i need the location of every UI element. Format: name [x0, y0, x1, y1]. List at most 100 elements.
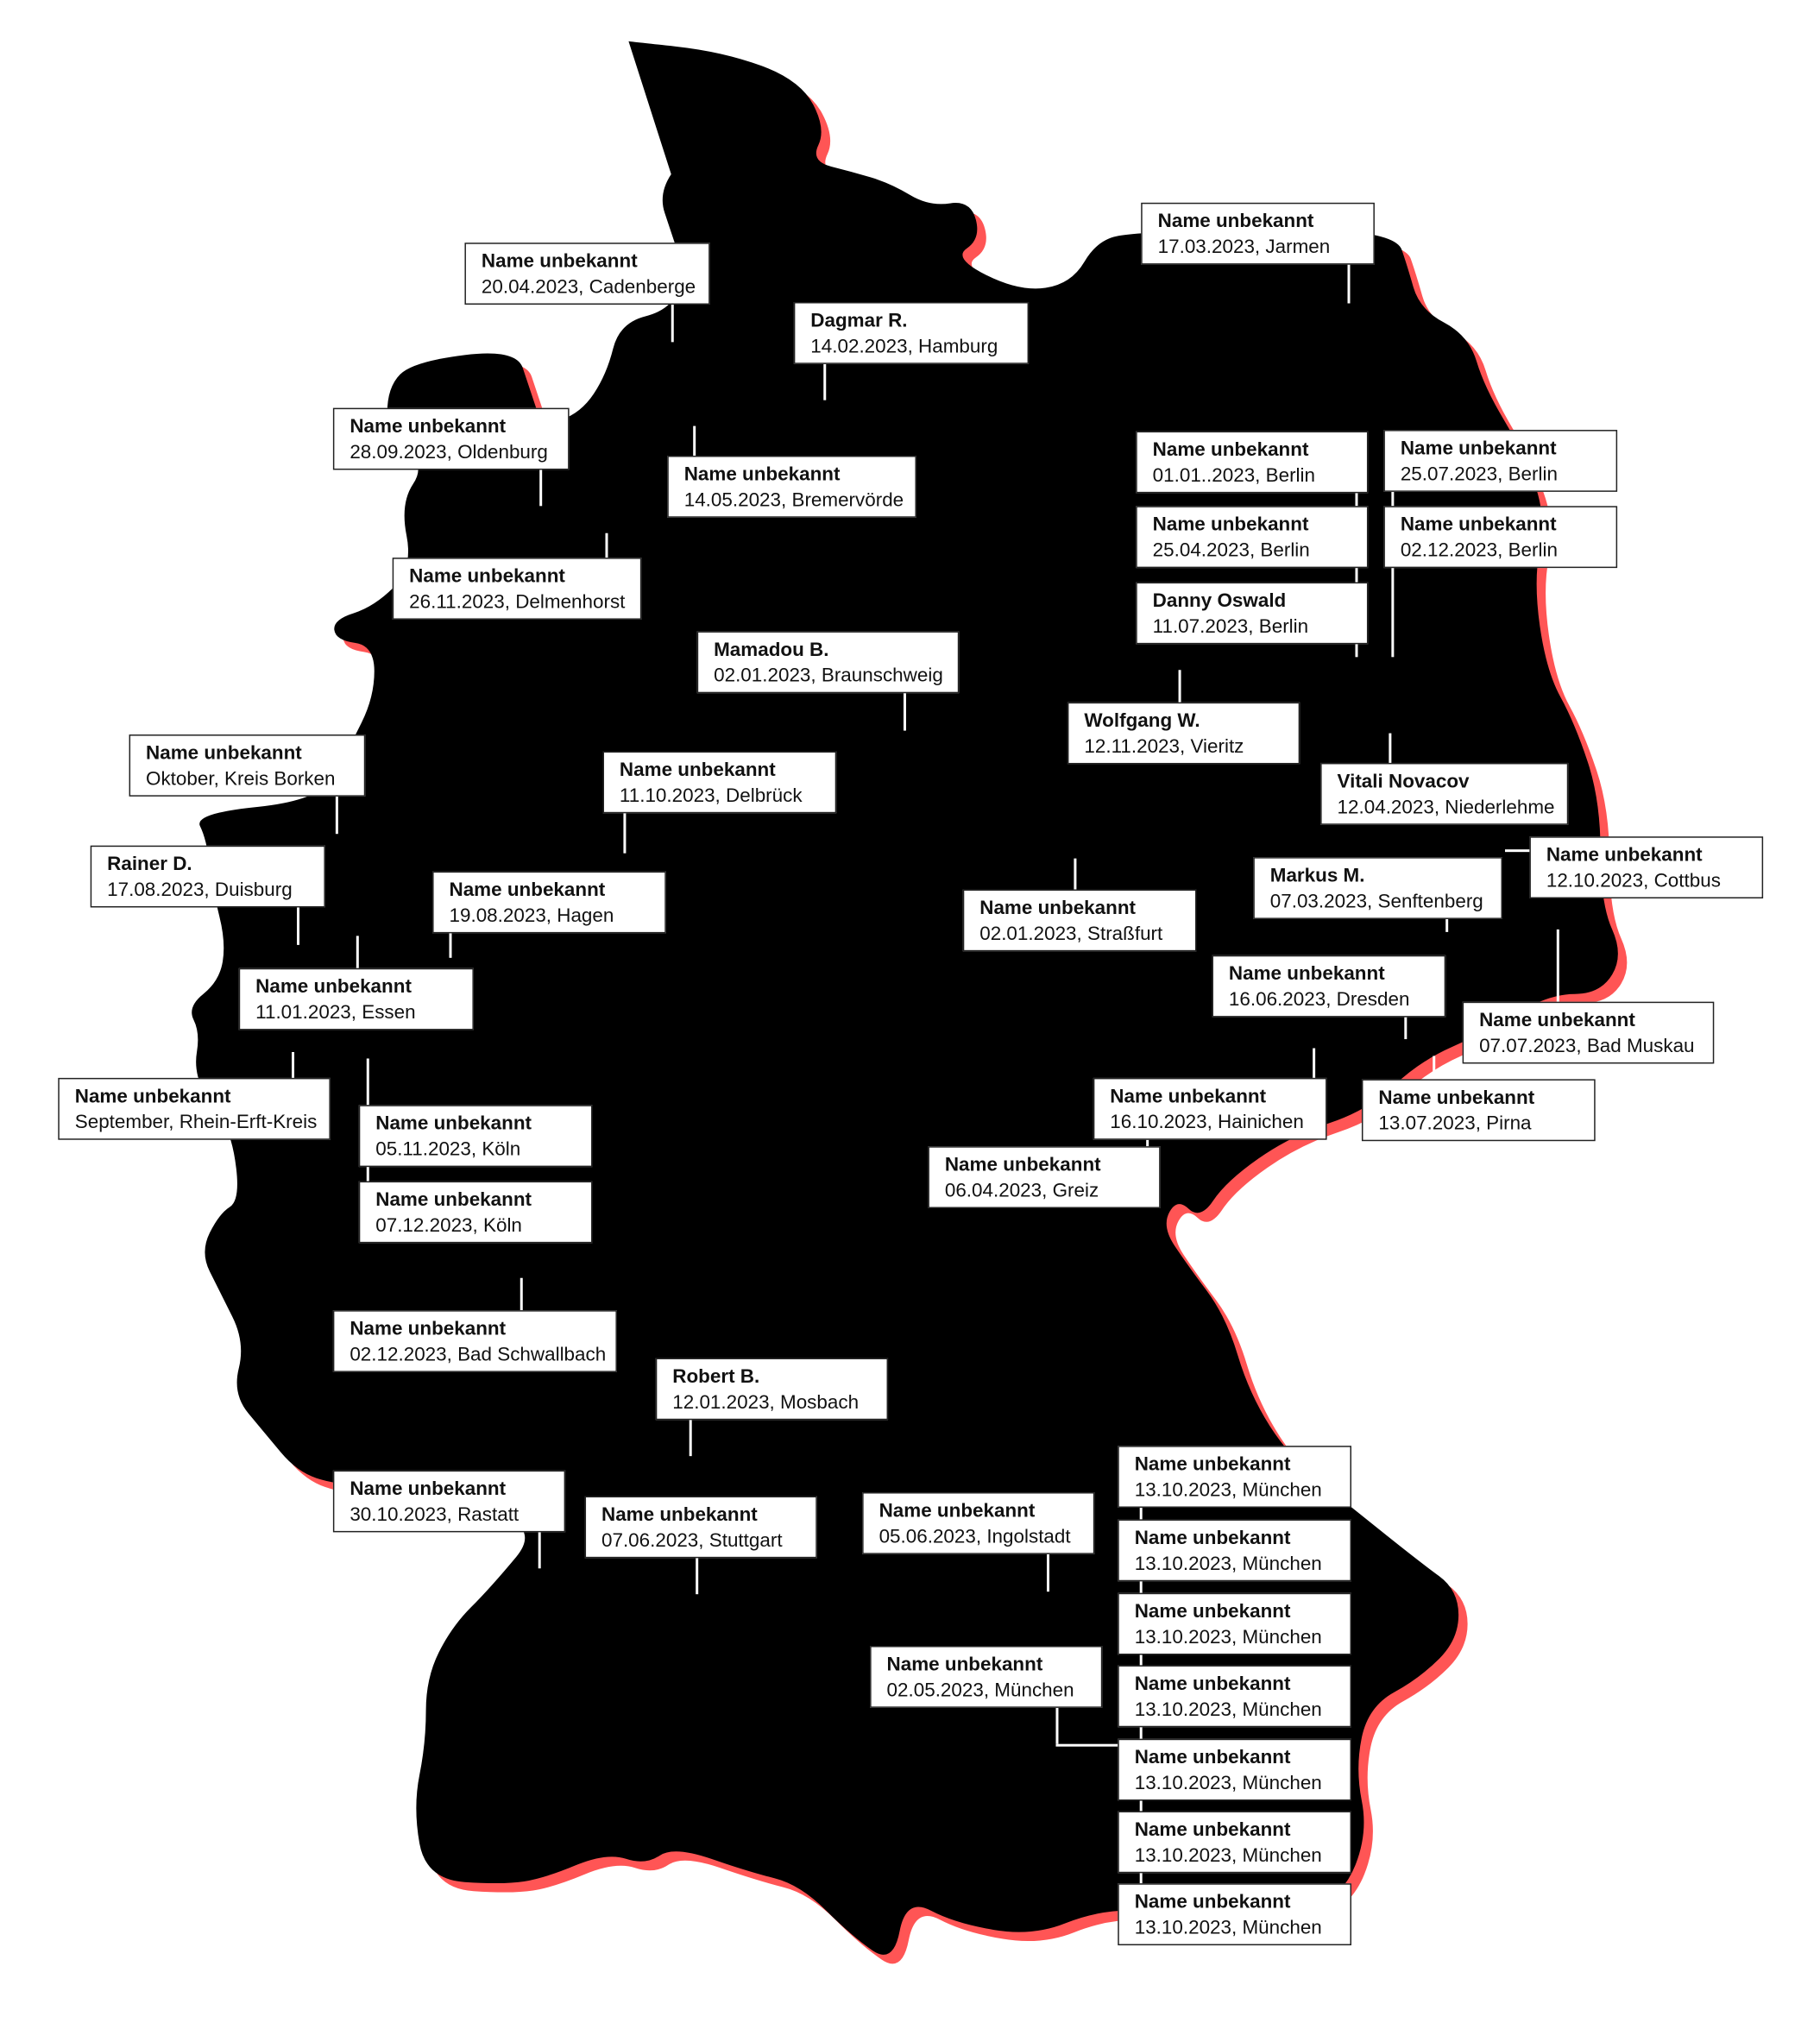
leader-line	[823, 363, 826, 400]
victim-name: Name unbekannt	[879, 1500, 1036, 1522]
leader-line	[539, 470, 542, 507]
leader-line	[693, 425, 696, 456]
leader-line	[671, 304, 674, 343]
leader-line	[1347, 264, 1350, 304]
victim-name: Name unbekannt	[1479, 1009, 1635, 1032]
victim-name: Name unbekannt	[1134, 1527, 1291, 1549]
date-place: 07.06.2023, Stuttgart	[601, 1528, 783, 1552]
date-place: 02.12.2023, Bad Schwallbach	[350, 1343, 607, 1365]
victim-name: Name unbekannt	[944, 1154, 1101, 1176]
leader-line	[1139, 1654, 1142, 1666]
marker-label: Name unbekannt 02.12.2023, Berlin	[1383, 506, 1618, 569]
victim-name: Name unbekannt	[350, 415, 507, 438]
victim-name: Name unbekannt	[146, 742, 302, 765]
victim-name: Dagmar R.	[810, 309, 908, 332]
leader-line	[356, 936, 359, 968]
victim-name: Robert B.	[672, 1365, 760, 1388]
date-place: 13.07.2023, Pirna	[1378, 1112, 1532, 1134]
leader-line	[1047, 1553, 1049, 1592]
date-place: 12.11.2023, Vieritz	[1084, 734, 1244, 758]
victim-name: Name unbekannt	[1400, 514, 1557, 536]
victim-name: Name unbekannt	[601, 1503, 758, 1526]
victim-name: Name unbekannt	[1546, 844, 1703, 867]
date-place: 14.05.2023, Bremervörde	[683, 488, 904, 511]
date-place: 02.12.2023, Berlin	[1400, 539, 1558, 561]
date-place: 19.08.2023, Hagen	[449, 904, 614, 927]
leader-line	[1146, 1139, 1149, 1147]
victim-name: Name unbekannt	[683, 463, 841, 486]
leader-line	[366, 1058, 369, 1106]
leader-line	[623, 813, 626, 854]
victim-name: Name unbekannt	[1157, 210, 1314, 233]
leader-line	[903, 693, 906, 731]
marker-label: Name unbekannt 02.05.2023, München	[870, 1646, 1103, 1708]
date-place: 02.01.2023, Straßfurt	[979, 922, 1163, 945]
marker-label: Name unbekannt 13.07.2023, Pirna	[1361, 1079, 1596, 1142]
date-place: 13.10.2023, München	[1134, 1916, 1322, 1938]
victim-name: Name unbekannt	[74, 1085, 231, 1108]
victim-name: Name unbekannt	[1110, 1085, 1267, 1108]
victim-name: Name unbekannt	[1228, 962, 1385, 986]
victim-name: Name unbekannt	[350, 1318, 507, 1340]
victim-name: Name unbekannt	[1134, 1818, 1291, 1841]
leader-line	[1139, 1873, 1142, 1884]
leader-line	[538, 1532, 540, 1569]
victim-name: Name unbekannt	[1134, 1600, 1291, 1623]
date-place: 30.10.2023, Rastatt	[350, 1503, 520, 1526]
leader-line	[696, 1558, 698, 1595]
victim-name: Name unbekannt	[1378, 1087, 1535, 1109]
victim-name: Name unbekannt	[619, 759, 776, 781]
leader-line	[1313, 1048, 1315, 1078]
victim-name: Name unbekannt	[1152, 438, 1309, 461]
date-place: 06.04.2023, Greiz	[944, 1179, 1099, 1201]
leader-line	[449, 933, 451, 958]
date-place: Oktober, Kreis Borken	[146, 767, 336, 790]
victim-name: Vitali Novacov	[1337, 770, 1470, 793]
date-place: 13.10.2023, München	[1134, 1698, 1322, 1721]
date-place: 07.07.2023, Bad Muskau	[1479, 1034, 1695, 1057]
date-place: 17.08.2023, Duisburg	[107, 878, 293, 901]
date-place: 13.10.2023, München	[1134, 1771, 1322, 1794]
leader-line	[1391, 568, 1394, 658]
date-place: 11.07.2023, Berlin	[1152, 614, 1309, 638]
leader-line	[1055, 1707, 1058, 1744]
victim-name: Name unbekannt	[1152, 514, 1309, 536]
victim-name: Name unbekannt	[375, 1188, 532, 1211]
date-place: 01.01..2023, Berlin	[1152, 463, 1316, 487]
leader-line	[1355, 493, 1357, 507]
leader-line	[1389, 733, 1391, 763]
victim-name: Name unbekannt	[375, 1112, 532, 1135]
date-place: 20.04.2023, Cadenberge	[481, 275, 696, 298]
date-place: 02.05.2023, München	[886, 1679, 1074, 1701]
leader-line	[1445, 918, 1448, 932]
victim-name: Name unbekannt	[481, 250, 638, 273]
leader-line	[297, 907, 299, 945]
victim-name: Name unbekannt	[1134, 1673, 1291, 1695]
leader-line	[1404, 1017, 1407, 1040]
date-place: 05.11.2023, Köln	[375, 1138, 521, 1160]
date-place: 12.10.2023, Cottbus	[1546, 869, 1721, 892]
date-place: 05.06.2023, Ingolstadt	[879, 1525, 1071, 1547]
victim-name: Name unbekannt	[886, 1653, 1043, 1676]
victim-name: Danny Oswald	[1152, 589, 1287, 612]
marker-label: Mamadou B.02.01.2023, Braunschweig	[696, 631, 960, 694]
date-place: September, Rhein-Erft-Kreis	[74, 1111, 318, 1133]
leader-line	[1391, 491, 1394, 507]
